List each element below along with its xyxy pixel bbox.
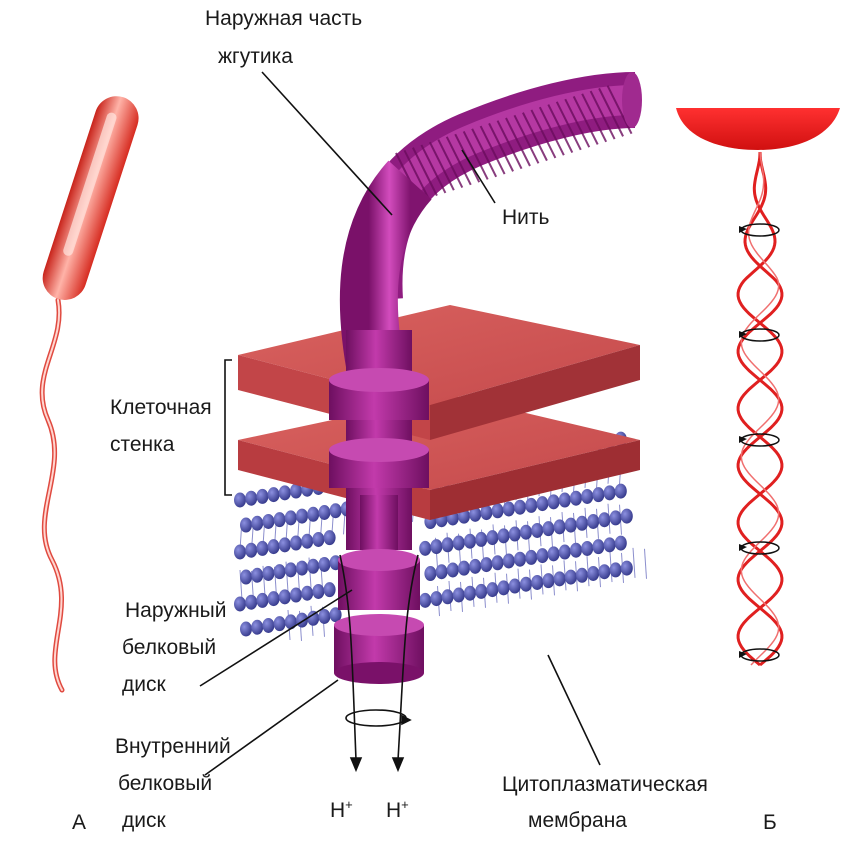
label-inner-disk-line1: Внутренний — [115, 734, 231, 760]
label-inner-disk-line2: белковый — [118, 771, 212, 797]
label-outer-disk-line1: Наружный — [125, 598, 227, 624]
panel-label-a: А — [72, 810, 86, 836]
label-filament: Нить — [502, 205, 549, 231]
label-proton-right: H+ — [386, 792, 409, 824]
proton-charge: + — [401, 797, 409, 812]
label-outer-disk-line2: белковый — [122, 635, 216, 661]
label-cell-wall-line2: стенка — [110, 432, 175, 458]
label-outer-part-line2: жгутика — [218, 44, 293, 70]
label-outer-disk-line3: диск — [122, 672, 166, 698]
label-membrane-line1: Цитоплазматическая — [502, 772, 708, 798]
label-cell-wall-line1: Клеточная — [110, 395, 212, 421]
label-outer-part-line1: Наружная часть — [205, 6, 362, 32]
proton-symbol: H — [330, 799, 345, 822]
label-membrane-line2: мембрана — [528, 808, 627, 834]
proton-symbol: H — [386, 799, 401, 822]
panel-label-b: Б — [763, 810, 777, 836]
helical-filament-panel — [676, 108, 840, 665]
label-proton-left: H+ — [330, 792, 353, 824]
label-inner-disk-line3: диск — [122, 808, 166, 834]
proton-charge: + — [345, 797, 353, 812]
